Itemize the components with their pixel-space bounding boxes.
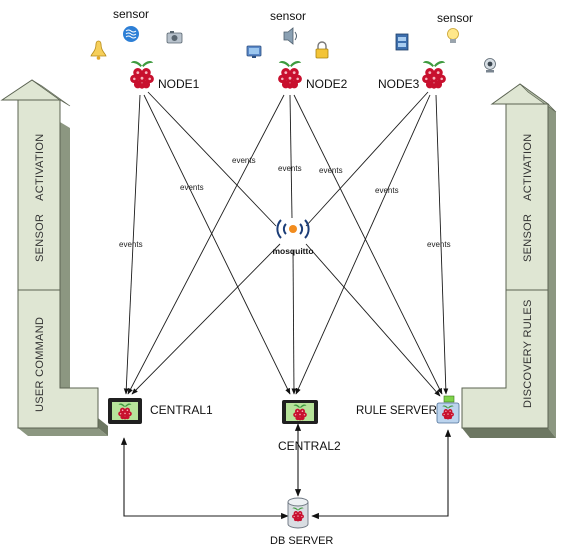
mosquitto-broker: mosquitto (272, 219, 314, 256)
left-arrow-bottom-label: USER COMMAND (34, 317, 46, 412)
edge-central1-db (120, 437, 289, 520)
raspberry-pi-icon (422, 60, 446, 89)
edge-node3-ruleserver (435, 94, 449, 395)
film-icon (395, 33, 409, 51)
edge-label: events (180, 183, 204, 192)
edge-node2-ruleserver (293, 94, 443, 395)
edge-label: events (119, 240, 143, 249)
central2-label: CENTRAL2 (278, 439, 341, 453)
edge-node1-central2 (143, 94, 291, 395)
right-arrow-top-label: SENSOR ACTIVATION (522, 134, 534, 262)
central1-label: CENTRAL1 (150, 403, 213, 417)
edge-ruleserver-db (311, 429, 452, 520)
mosquitto-label: mosquitto (272, 246, 313, 256)
lock-icon (315, 41, 329, 59)
raspberry-pi-icon (278, 60, 302, 89)
rule-server-label: RULE SERVER (356, 405, 437, 417)
edge-label: events (427, 240, 451, 249)
lightbulb-icon (447, 28, 459, 43)
node1-sensor-label: sensor (113, 7, 149, 21)
edge-node1-broker (147, 91, 277, 227)
edge-label: events (278, 164, 302, 173)
event-edges (120, 91, 452, 520)
edge-broker-ruleserver (305, 243, 441, 397)
left-flow-arrow: SENSOR ACTIVATION USER COMMAND (0, 79, 108, 436)
db-server-label: DB SERVER (270, 535, 333, 547)
node3: sensor NODE3 (378, 11, 496, 91)
bell-icon (90, 40, 107, 60)
central1: CENTRAL1 (108, 398, 213, 424)
right-flow-arrow: SENSOR ACTIVATION DISCOVERY RULES (461, 83, 557, 438)
edge-node3-broker (305, 91, 429, 227)
edge-label: events (375, 186, 399, 195)
edge-node2-central1 (127, 94, 285, 395)
right-arrow-bottom-label: DISCOVERY RULES (522, 299, 534, 408)
node3-label: NODE3 (378, 77, 420, 91)
wave-sensor-icon (123, 26, 139, 42)
edge-broker-central1 (131, 243, 281, 395)
central2: CENTRAL2 (278, 400, 341, 453)
node2: sensor NODE2 (246, 9, 348, 91)
left-arrow-top-label: SENSOR ACTIVATION (34, 134, 46, 262)
camera-icon (166, 31, 183, 44)
node1-label: NODE1 (158, 77, 200, 91)
node3-sensor-label: sensor (437, 11, 473, 25)
db-server: DB SERVER (270, 497, 333, 547)
edge-broker-central2 (291, 249, 297, 395)
edge-labels: events events events events events event… (119, 156, 451, 249)
raspberry-pi-icon (130, 60, 154, 89)
node1: sensor NODE1 (90, 7, 200, 91)
edge-node2-broker (289, 94, 293, 219)
webcam-icon (484, 58, 496, 73)
edge-label: events (319, 166, 343, 175)
edge-label: events (232, 156, 256, 165)
edge-node3-central2 (295, 94, 431, 395)
rule-server: RULE SERVER (356, 395, 460, 424)
speaker-icon (283, 27, 297, 45)
monitor-icon (246, 45, 262, 58)
node2-label: NODE2 (306, 77, 348, 91)
node2-sensor-label: sensor (270, 9, 306, 23)
edge-node1-central1 (123, 94, 141, 395)
status-icon (443, 395, 455, 403)
broadcast-icon (289, 225, 297, 233)
